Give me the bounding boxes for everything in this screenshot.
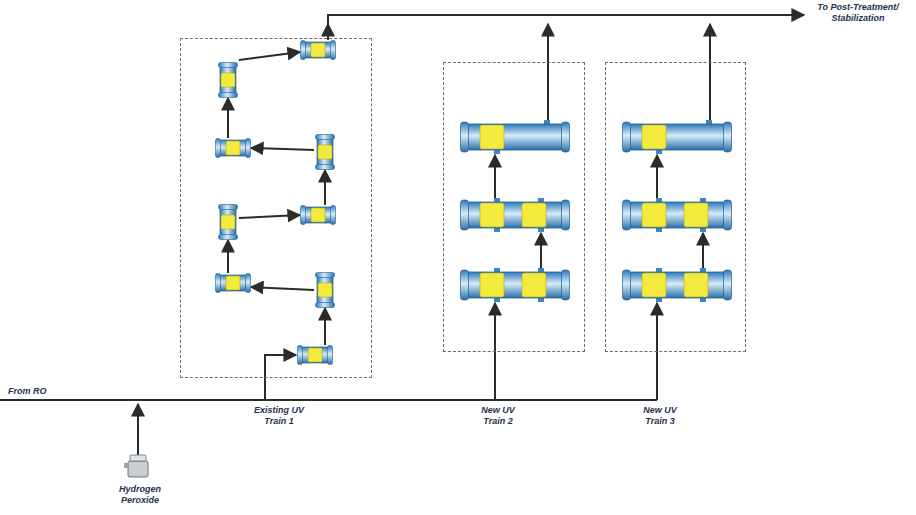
flow-label: To Post-Treatment/ Stabilization bbox=[807, 2, 909, 24]
flow-label: From RO bbox=[8, 386, 68, 397]
train-label: New UV Train 2 bbox=[470, 405, 526, 427]
uv-train-box: Existing UV Train 1 bbox=[180, 38, 372, 378]
chemical-tank bbox=[124, 455, 148, 477]
train-label: New UV Train 3 bbox=[632, 405, 688, 427]
uv-reactors bbox=[216, 41, 732, 365]
flow-label: Hydrogen Peroxide bbox=[114, 484, 166, 506]
pipe-lines bbox=[0, 15, 804, 458]
train-label: Existing UV Train 1 bbox=[251, 405, 307, 427]
uv-train-box: New UV Train 3 bbox=[605, 62, 746, 352]
uv-train-box: New UV Train 2 bbox=[443, 62, 585, 352]
